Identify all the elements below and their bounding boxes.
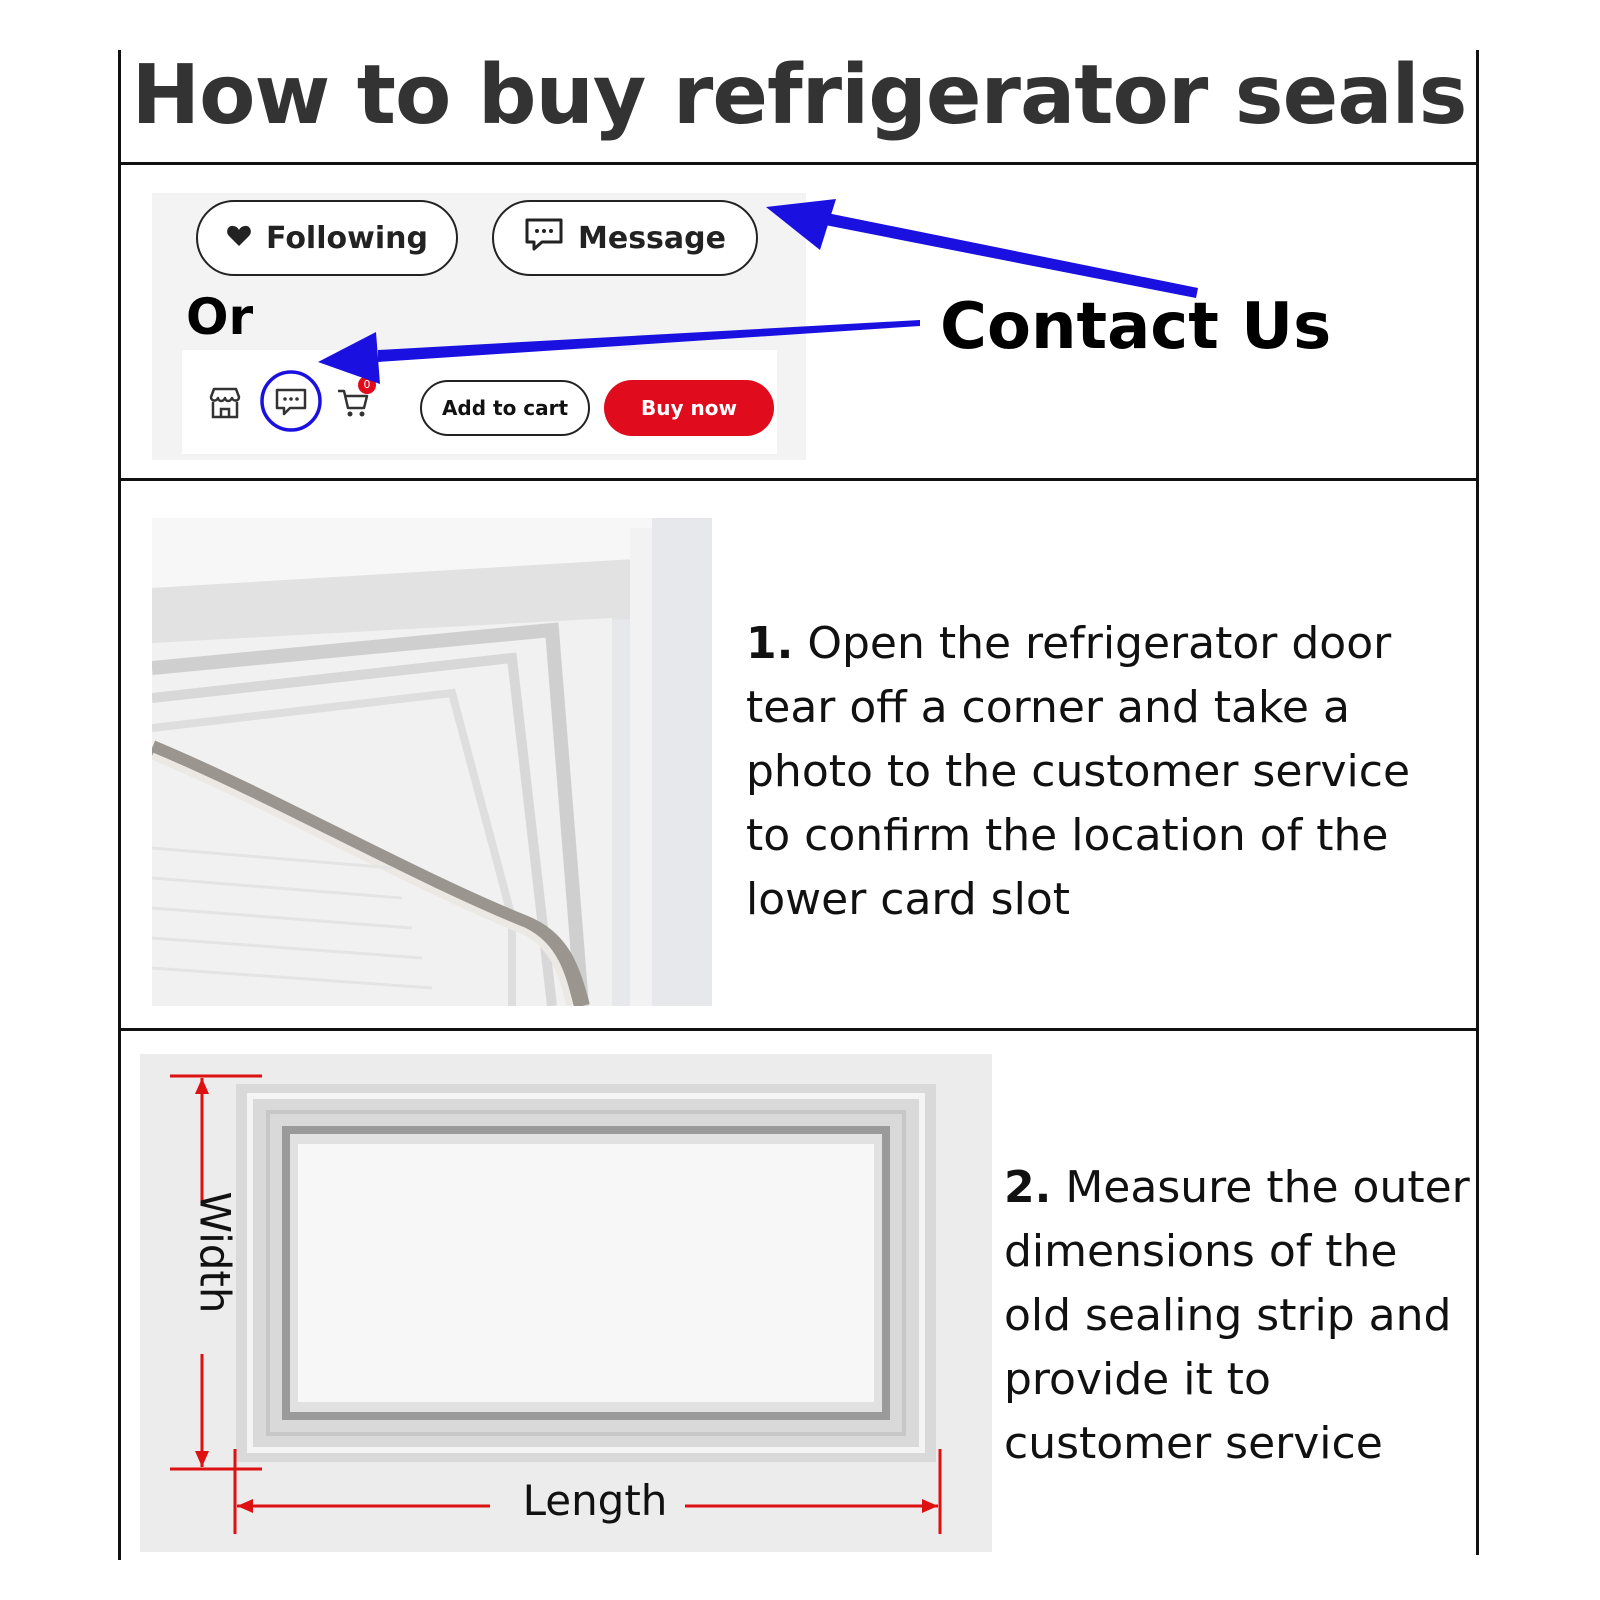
add-to-cart-label: Add to cart (441, 396, 569, 420)
buy-now-button[interactable]: Buy now (604, 380, 774, 436)
heart-icon (226, 221, 252, 256)
contact-us-label: Contact Us (940, 290, 1332, 364)
cart-icon[interactable] (336, 386, 370, 424)
frame-left-line (118, 50, 121, 1560)
page-title: How to buy refrigerator seals (131, 48, 1468, 143)
step-2-description: Measure the outer dimensions of the old … (1004, 1162, 1470, 1469)
gasket-dimensions-diagram (140, 1054, 992, 1552)
step-1-text: 1. Open the refrigerator door tear off a… (746, 612, 1436, 932)
chat-icon[interactable] (259, 369, 323, 437)
step-1-description: Open the refrigerator door tear off a co… (746, 618, 1411, 925)
or-label: Or (186, 288, 254, 346)
frame-right-line (1476, 50, 1479, 1555)
step-2-text: 2. Measure the outer dimensions of the o… (1004, 1156, 1472, 1476)
divider-2 (118, 478, 1478, 481)
step-1-number: 1. (746, 618, 794, 669)
store-icon[interactable] (207, 385, 243, 425)
refrigerator-door-photo (152, 518, 712, 1006)
width-label: Width (190, 1191, 240, 1314)
add-to-cart-button[interactable]: Add to cart (420, 380, 590, 436)
message-label: Message (578, 220, 726, 256)
buy-now-label: Buy now (641, 396, 737, 420)
following-button[interactable]: Following (196, 200, 458, 276)
arrow-icon (766, 199, 1198, 298)
message-icon (524, 217, 564, 259)
step-2-number: 2. (1004, 1162, 1052, 1213)
length-label: Length (522, 1476, 668, 1525)
divider-3 (118, 1028, 1478, 1031)
message-button[interactable]: Message (492, 200, 758, 276)
cart-badge: 0 (358, 376, 376, 394)
following-label: Following (266, 220, 428, 256)
divider-1 (118, 162, 1478, 165)
